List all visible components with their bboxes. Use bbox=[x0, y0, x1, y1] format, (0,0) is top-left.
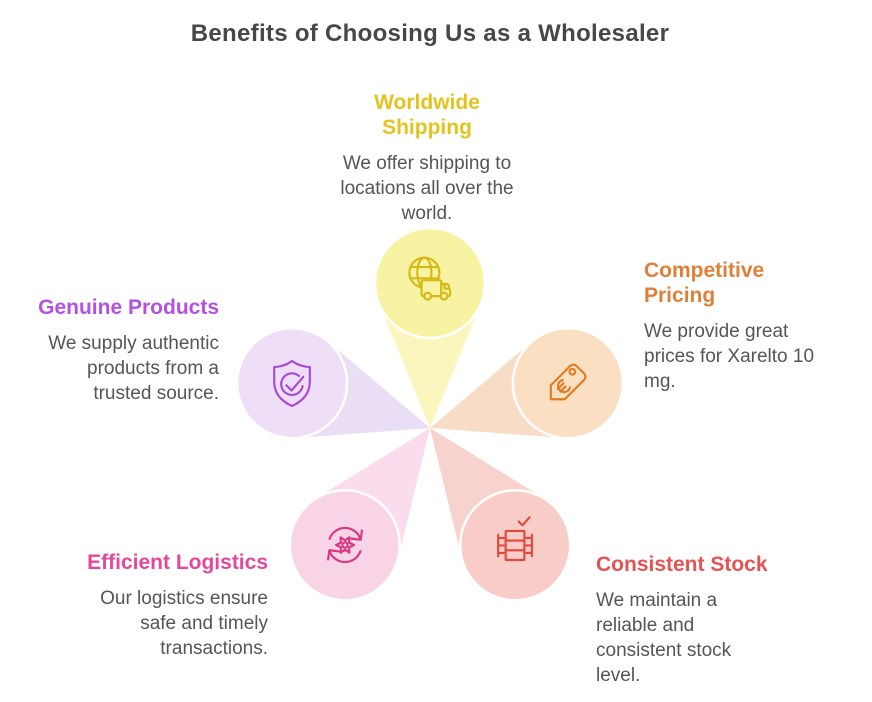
benefit-genuine-products: Genuine Products We supply authentic pro… bbox=[0, 295, 219, 406]
benefit-heading: Consistent Stock bbox=[596, 553, 768, 576]
benefit-description: We maintain a reliable and consistent st… bbox=[596, 590, 732, 686]
price-tag-icon bbox=[549, 363, 587, 401]
stacked-boxes-icon bbox=[497, 516, 533, 562]
petal-consistent-stock bbox=[430, 428, 572, 602]
benefit-heading: Efficient Logistics bbox=[87, 551, 268, 574]
shield-check-icon bbox=[273, 359, 311, 408]
benefit-efficient-logistics: Efficient Logistics Our logistics ensure… bbox=[18, 550, 268, 661]
benefit-description: We provide great prices for Xarelto 10 m… bbox=[644, 321, 815, 392]
globe-truck-icon bbox=[408, 256, 452, 301]
petal-competitive-pricing bbox=[430, 326, 625, 440]
benefit-description: Our logistics ensure safe and timely tra… bbox=[100, 588, 268, 659]
benefit-competitive-pricing: Competitive Pricing We provide great pri… bbox=[644, 258, 859, 394]
benefit-consistent-stock: Consistent Stock We maintain a reliable … bbox=[596, 552, 796, 688]
petal-genuine-products bbox=[235, 326, 430, 440]
page-title: Benefits of Choosing Us as a Wholesaler bbox=[190, 20, 670, 47]
benefit-worldwide-shipping: Worldwide Shipping We offer shipping to … bbox=[287, 90, 567, 226]
cycle-gear-icon bbox=[327, 526, 363, 564]
petal-efficient-logistics bbox=[288, 428, 430, 602]
benefit-description: We supply authentic products from a trus… bbox=[48, 333, 219, 404]
benefit-heading: Genuine Products bbox=[38, 296, 219, 319]
benefit-heading: Competitive Pricing bbox=[644, 259, 765, 307]
benefit-description: We offer shipping to locations all over … bbox=[340, 153, 514, 224]
benefit-heading: Worldwide Shipping bbox=[374, 91, 480, 139]
